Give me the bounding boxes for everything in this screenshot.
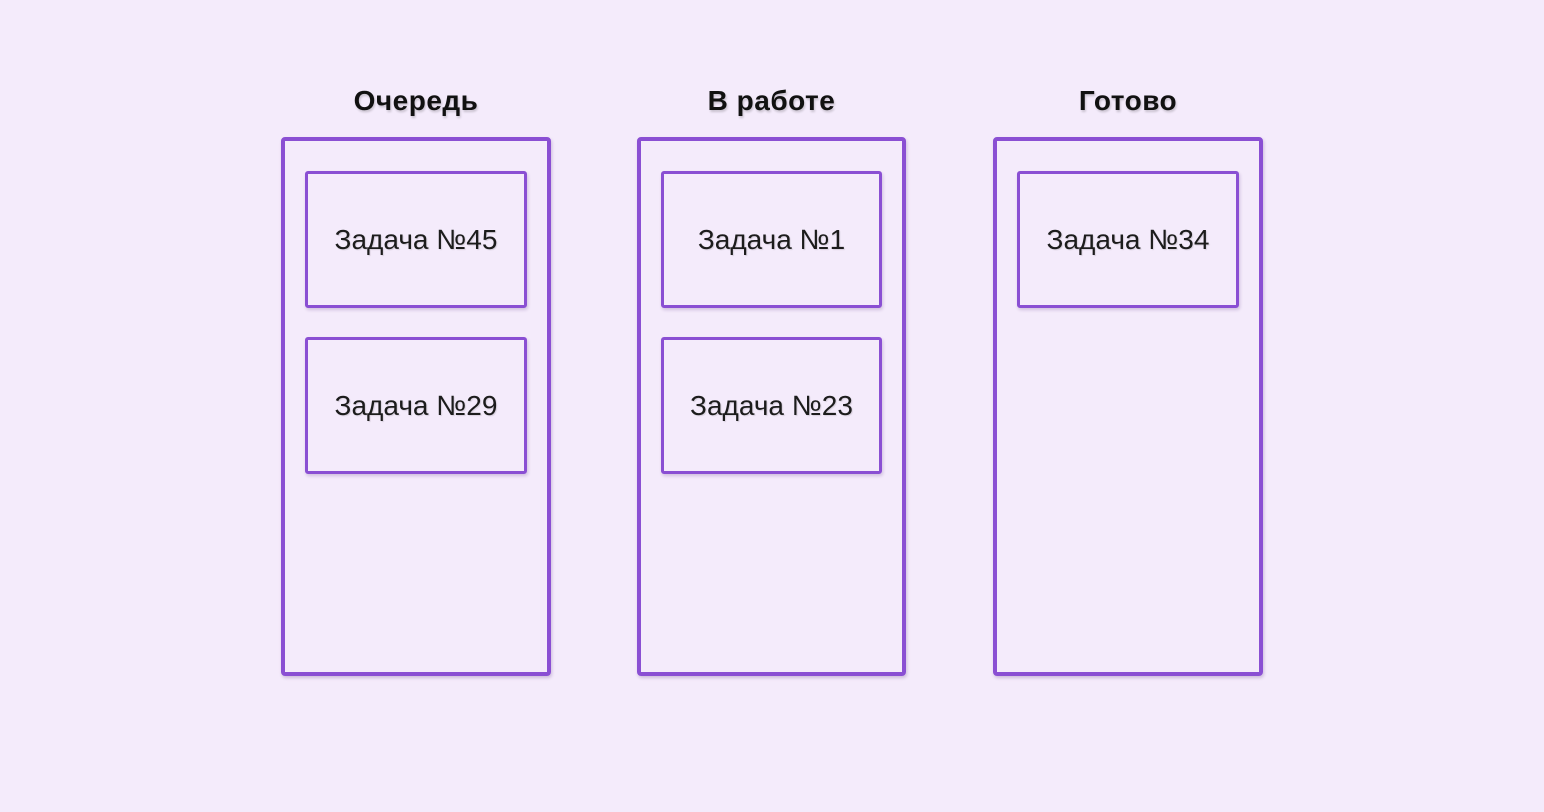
column-body-done[interactable]: Задача №34 [993,137,1263,676]
column-title-in-progress: В работе [707,85,836,116]
task-card[interactable]: Задача №23 [661,337,882,474]
task-card[interactable]: Задача №34 [1017,171,1239,308]
task-card[interactable]: Задача №29 [305,337,527,474]
task-card[interactable]: Задача №45 [305,171,527,308]
column-body-queue[interactable]: Задача №45 Задача №29 [281,137,551,676]
column-done: Готово Задача №34 [993,84,1263,676]
column-in-progress: В работе Задача №1 Задача №23 [637,84,906,676]
task-card[interactable]: Задача №1 [661,171,882,308]
task-card-label: Задача №45 [334,223,498,255]
column-body-in-progress[interactable]: Задача №1 Задача №23 [637,137,906,676]
column-title-queue: Очередь [353,85,479,116]
column-queue: Очередь Задача №45 Задача №29 [281,84,551,676]
task-card-label: Задача №1 [697,223,846,255]
task-card-label: Задача №23 [690,389,853,421]
column-title-done: Готово [1078,85,1178,116]
task-card-label: Задача №29 [334,389,498,421]
task-card-label: Задача №34 [1046,223,1210,255]
